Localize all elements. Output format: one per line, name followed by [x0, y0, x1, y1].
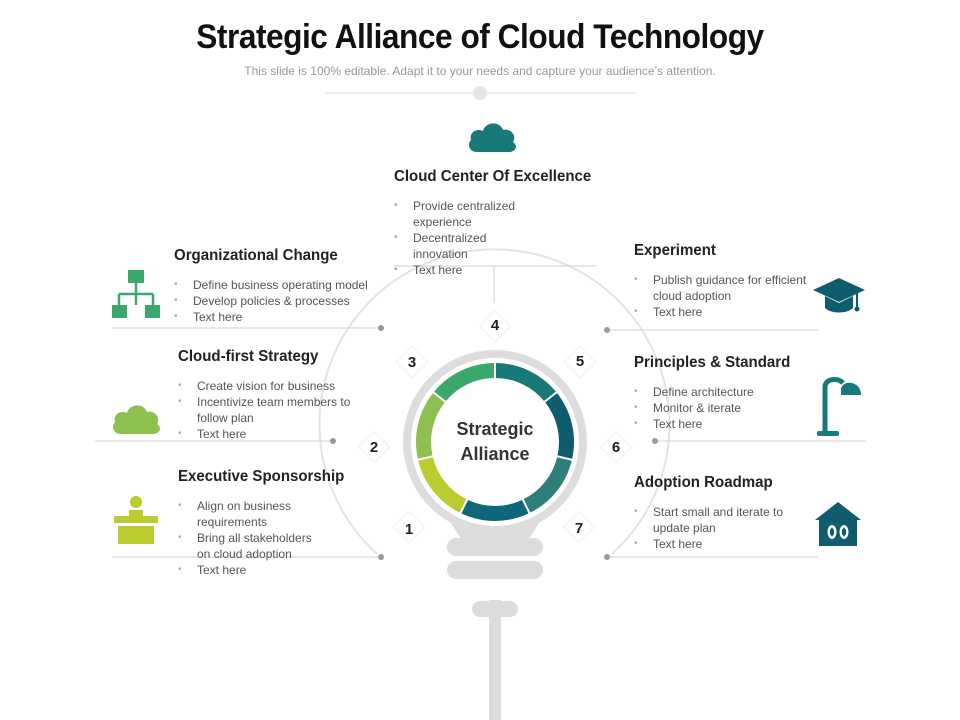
- section-list: Define architecture Monitor & iterate Te…: [634, 384, 834, 432]
- list-item: Publish guidance for efficient cloud ado…: [634, 272, 814, 304]
- graduation-cap-icon: [813, 278, 865, 313]
- section-cloud-first: Cloud-first Strategy Create vision for b…: [178, 348, 378, 442]
- list-item: Text here: [634, 304, 814, 320]
- section-title: Executive Sponsorship: [178, 468, 345, 485]
- list-item: Define architecture: [634, 384, 834, 400]
- list-item: Provide centralized experience: [394, 198, 544, 230]
- list-item: Text here: [178, 426, 358, 442]
- list-item: Text here: [394, 262, 544, 278]
- number-badges: [357, 309, 633, 544]
- list-item: Text here: [634, 416, 834, 432]
- list-item: Develop policies & processes: [174, 293, 379, 309]
- list-item: Bring all stakeholders on cloud adoption: [178, 530, 317, 562]
- presenter-podium-icon: [114, 496, 158, 544]
- section-title: Experiment: [634, 242, 716, 259]
- page-title: Strategic Alliance of Cloud Technology: [196, 18, 764, 56]
- bulb-inner: [435, 382, 555, 502]
- list-item: Align on business requirements: [178, 498, 353, 530]
- section-list: Align on business requirements Bring all…: [178, 498, 353, 578]
- section-principles: Principles & Standard Define architectur…: [634, 354, 834, 432]
- section-experiment: Experiment Publish guidance for efficien…: [634, 242, 824, 320]
- bulb-base: [447, 522, 543, 720]
- center-label: Strategic Alliance: [435, 417, 555, 467]
- center-label-line1: Strategic: [456, 419, 534, 439]
- donut-gaps: [416, 362, 574, 515]
- number-4: 4: [490, 317, 500, 334]
- number-2: 2: [369, 439, 379, 456]
- section-org-change: Organizational Change Define business op…: [174, 247, 379, 325]
- list-item: Start small and iterate to update plan: [634, 504, 799, 536]
- donut-ring: [416, 363, 574, 521]
- list-item: Incentivize team members to follow plan: [178, 394, 358, 426]
- cloud-icon: [113, 405, 160, 434]
- section-list: Provide centralized experience Decentral…: [394, 198, 544, 278]
- page-subtitle: This slide is 100% editable. Adapt it to…: [244, 64, 716, 78]
- number-1: 1: [404, 521, 414, 538]
- home-footprints-icon: [815, 502, 861, 546]
- section-list: Start small and iterate to update plan T…: [634, 504, 799, 552]
- section-title: Cloud-first Strategy: [178, 348, 319, 365]
- section-title: Cloud Center Of Excellence: [394, 168, 592, 185]
- list-item: Text here: [634, 536, 799, 552]
- number-6: 6: [611, 439, 621, 456]
- cloud-icon: [469, 123, 516, 152]
- number-7: 7: [574, 520, 584, 537]
- number-3: 3: [407, 354, 417, 371]
- list-item: Monitor & iterate: [634, 400, 834, 416]
- list-item: Define business operating model: [174, 277, 379, 293]
- number-5: 5: [575, 353, 585, 370]
- section-list: Define business operating model Develop …: [174, 277, 379, 325]
- title-divider-dot: [473, 86, 487, 100]
- section-title: Adoption Roadmap: [634, 474, 773, 491]
- section-roadmap: Adoption Roadmap Start small and iterate…: [634, 474, 814, 552]
- list-item: Text here: [178, 562, 353, 578]
- section-cloud-center: Cloud Center Of Excellence Provide centr…: [394, 168, 604, 278]
- center-label-line2: Alliance: [460, 444, 530, 464]
- section-list: Publish guidance for efficient cloud ado…: [634, 272, 814, 320]
- section-title: Principles & Standard: [634, 354, 791, 371]
- section-list: Create vision for business Incentivize t…: [178, 378, 358, 442]
- section-exec-sponsor: Executive Sponsorship Align on business …: [178, 468, 378, 578]
- list-item: Text here: [174, 309, 379, 325]
- list-item: Decentralized innovation: [394, 230, 544, 262]
- section-title: Organizational Change: [174, 247, 338, 264]
- org-chart-icon: [112, 270, 160, 318]
- list-item: Create vision for business: [178, 378, 358, 394]
